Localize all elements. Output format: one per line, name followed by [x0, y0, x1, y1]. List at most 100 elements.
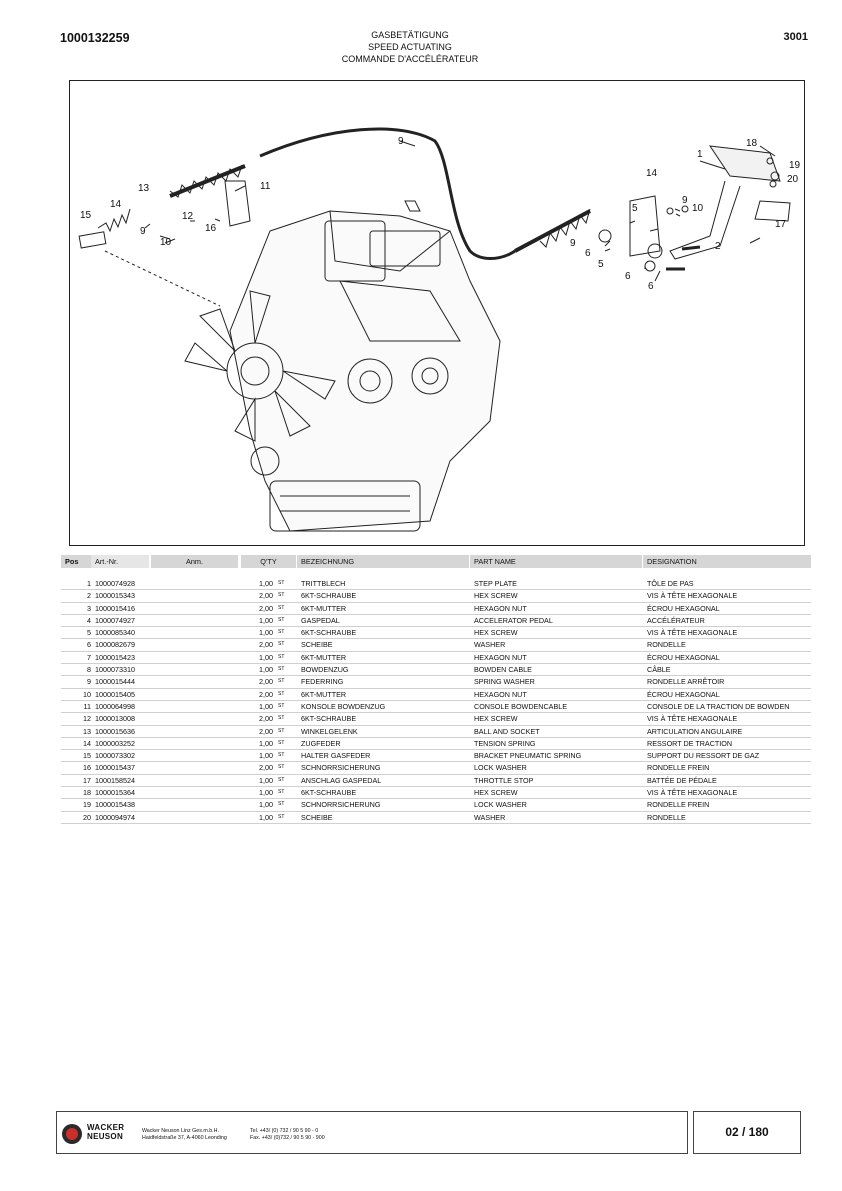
- cell-bez: 6KT-MUTTER: [301, 652, 347, 662]
- cell-part: BOWDEN CABLE: [474, 665, 532, 675]
- cell-part: HEXAGON NUT: [474, 689, 527, 699]
- cell-unit: ST: [278, 739, 285, 746]
- callout-6a: 6: [585, 248, 591, 259]
- cell-unit: ST: [278, 580, 285, 586]
- cell-pos: 18: [83, 788, 91, 798]
- cell-des: RONDELLE FREIN: [647, 800, 710, 810]
- cell-pos: 15: [83, 751, 91, 761]
- cell-part: HEX SCREW: [474, 714, 518, 724]
- cell-pos: 13: [83, 726, 91, 736]
- cell-des: RONDELLE FREIN: [647, 763, 710, 773]
- cell-art: 1000015423: [95, 652, 135, 662]
- callout-2: 2: [715, 241, 721, 252]
- col-qty: Q'TY: [241, 555, 296, 568]
- cell-des: SUPPORT DU RESSORT DE GAZ: [647, 751, 760, 761]
- callout-10b: 10: [692, 203, 704, 214]
- cell-part: WASHER: [474, 812, 506, 822]
- cell-pos: 2: [87, 591, 91, 601]
- cell-des: RONDELLE ARRÊTOIR: [647, 677, 725, 687]
- callout-10a: 10: [160, 237, 172, 248]
- footer: WACKER NEUSON Wacker Neuson Linz Ges.m.b…: [56, 1111, 801, 1154]
- cell-part: TENSION SPRING: [474, 738, 536, 748]
- cell-qty: 2,00: [259, 689, 273, 699]
- fax-number: Fax. +43/ (0)732 / 90 5 90 - 900: [250, 1135, 325, 1141]
- col-anm: Anm.: [151, 555, 238, 568]
- cell-part: ACCELERATOR PEDAL: [474, 615, 553, 625]
- callout-4: 5: [598, 259, 604, 270]
- cell-qty: 1,00: [259, 701, 273, 711]
- logo-line-1: WACKER: [87, 1123, 125, 1132]
- callout-9a: 9: [140, 226, 146, 237]
- cell-qty: 1,00: [259, 775, 273, 785]
- cell-art: 1000015437: [95, 763, 135, 773]
- cell-des: TÔLE DE PAS: [647, 579, 694, 588]
- cell-qty: 2,00: [259, 603, 273, 613]
- cell-bez: 6KT-SCHRAUBE: [301, 714, 357, 724]
- cell-qty: 1,00: [259, 751, 273, 761]
- cell-des: RONDELLE: [647, 812, 686, 822]
- cell-qty: 1,00: [259, 812, 273, 822]
- cell-qty: 1,00: [259, 738, 273, 748]
- cell-qty: 1,00: [259, 615, 273, 625]
- cell-pos: 6: [87, 640, 91, 650]
- cell-qty: 1,00: [259, 579, 273, 588]
- cell-pos: 8: [87, 665, 91, 675]
- cell-qty: 2,00: [259, 763, 273, 773]
- cell-unit: ST: [278, 813, 285, 820]
- cell-pos: 11: [83, 701, 91, 711]
- cell-bez: TRITTBLECH: [301, 579, 346, 588]
- cell-art: 1000158524: [95, 775, 135, 785]
- cell-pos: 3: [87, 603, 91, 613]
- engine-throttle-drawing: 9 1 18 19 20 17 2 14 9 10 5 9 6 5 6 6 13…: [78, 127, 801, 532]
- callout-3: 5: [632, 203, 638, 214]
- cell-qty: 2,00: [259, 726, 273, 736]
- cell-qty: 2,00: [259, 677, 273, 687]
- cell-bez: BOWDENZUG: [301, 665, 349, 675]
- cell-bez: HALTER GASFEDER: [301, 751, 371, 761]
- cell-art: 1000015444: [95, 677, 135, 687]
- cell-bez: 6KT-MUTTER: [301, 689, 347, 699]
- cell-unit: ST: [278, 702, 285, 709]
- cell-bez: 6KT-SCHRAUBE: [301, 591, 357, 601]
- cell-pos: 1: [87, 579, 91, 588]
- cell-unit: ST: [278, 666, 285, 673]
- callout-6b: 6: [625, 271, 631, 282]
- cell-pos: 16: [83, 763, 91, 773]
- cell-art: 1000074927: [95, 615, 135, 625]
- cell-des: RESSORT DE TRACTION: [647, 738, 733, 748]
- cell-part: WASHER: [474, 640, 506, 650]
- doc-number: 1000132259: [60, 31, 130, 45]
- table-header: Pos Art.-Nr. Anm. Q'TY BEZEICHNUNG PART …: [61, 555, 811, 568]
- cell-pos: 9: [87, 677, 91, 687]
- group-code: 3001: [783, 31, 808, 43]
- cell-part: HEX SCREW: [474, 591, 518, 601]
- cell-qty: 1,00: [259, 788, 273, 798]
- col-part: PART NAME: [470, 555, 642, 568]
- cell-art: 1000015416: [95, 603, 135, 613]
- cell-art: 1000082679: [95, 640, 135, 650]
- cell-des: ÉCROU HEXAGONAL: [647, 603, 720, 613]
- page-title: GASBETÄTIGUNG SPEED ACTUATING COMMANDE D…: [300, 29, 520, 65]
- phone-number: Tel. +43/ (0) 732 / 90 5 90 - 0: [250, 1128, 319, 1134]
- callout-12: 12: [182, 211, 194, 222]
- cell-unit: ST: [278, 764, 285, 771]
- callout-13b: 14: [646, 168, 658, 179]
- cell-unit: ST: [278, 776, 285, 783]
- cell-des: ÉCROU HEXAGONAL: [647, 689, 720, 699]
- cell-unit: ST: [278, 727, 285, 734]
- cell-qty: 2,00: [259, 640, 273, 650]
- cell-unit: ST: [278, 616, 285, 623]
- callout-7: 9: [570, 238, 576, 249]
- cell-des: VIS À TÊTE HEXAGONALE: [647, 714, 738, 724]
- cell-bez: ANSCHLAG GASPEDAL: [301, 775, 382, 785]
- cell-part: BRACKET PNEUMATIC SPRING: [474, 751, 582, 761]
- company-contact: Tel. +43/ (0) 732 / 90 5 90 - 0 Fax. +43…: [250, 1128, 325, 1142]
- callout-5: 6: [648, 281, 654, 292]
- cell-pos: 20: [83, 812, 91, 822]
